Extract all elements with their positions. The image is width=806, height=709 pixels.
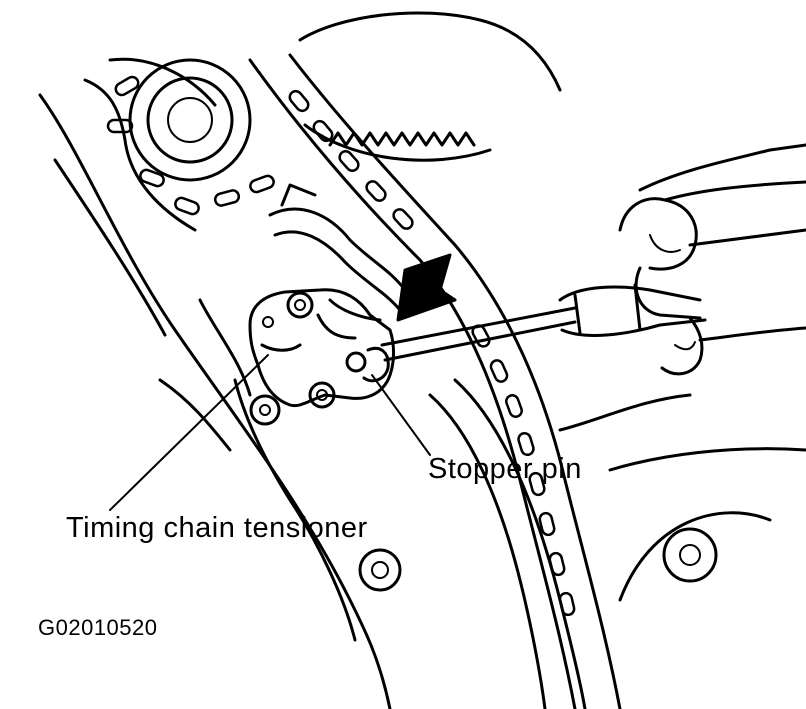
stopper-pin-label: Stopper pin	[428, 453, 582, 485]
hand	[618, 143, 806, 376]
figure-code: G02010520	[38, 615, 158, 640]
camshaft-sprocket	[128, 11, 562, 182]
direction-arrow	[396, 253, 457, 322]
timing-chain	[106, 53, 622, 709]
callout-leaders	[109, 354, 431, 511]
screwdriver	[380, 283, 707, 362]
engine-casing	[38, 57, 806, 709]
timing-chain-tensioner-label: Timing chain tensioner	[66, 512, 368, 544]
chain-guide	[268, 183, 407, 312]
tensioner-body	[248, 288, 395, 409]
